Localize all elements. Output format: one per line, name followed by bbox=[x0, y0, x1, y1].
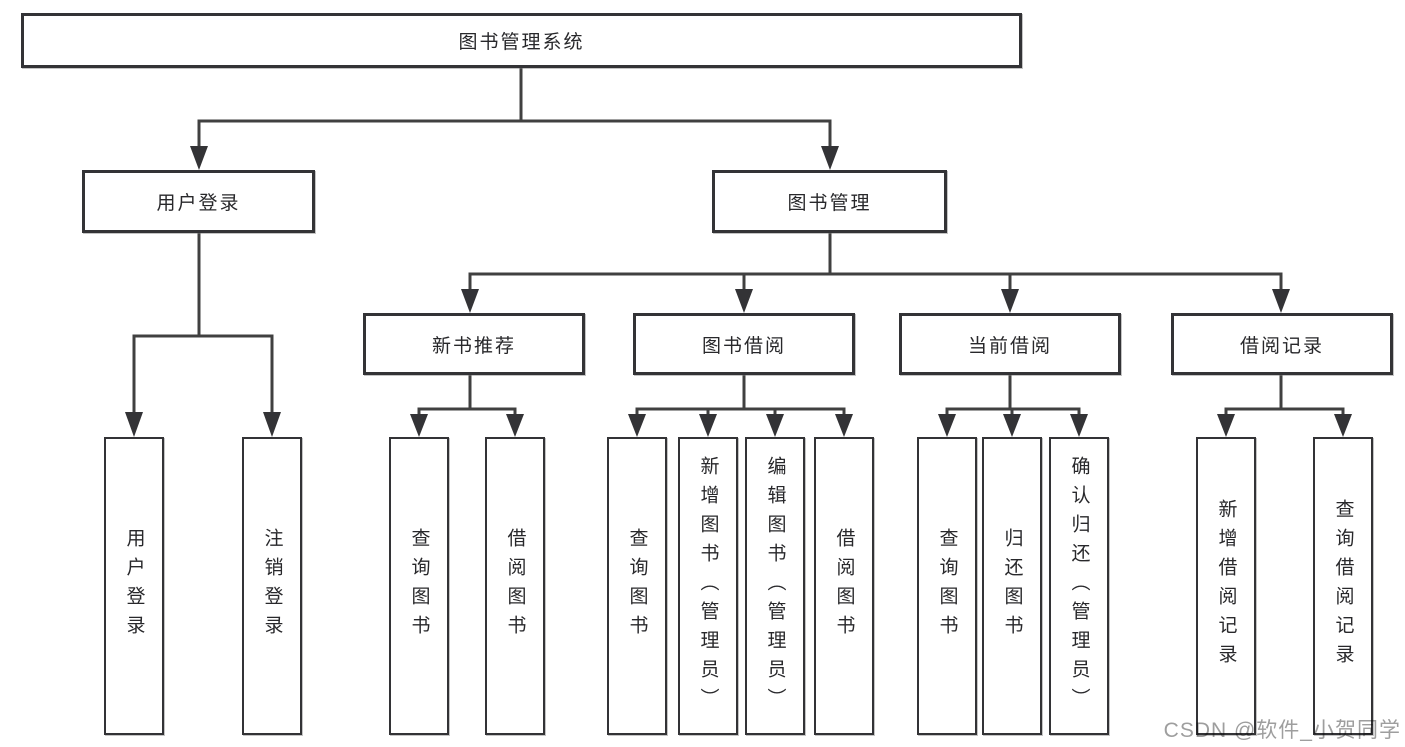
leaf-label: 查询图书 bbox=[936, 528, 958, 644]
leaf-borrow-books-borrow: 借阅图书 bbox=[814, 437, 874, 735]
node-current-borrowing: 当前借阅 bbox=[899, 313, 1121, 375]
leaf-query-books-borrow: 查询图书 bbox=[607, 437, 667, 735]
leaf-label: 借阅图书 bbox=[833, 528, 855, 644]
leaf-logout: 注销登录 bbox=[242, 437, 302, 735]
leaf-label: 用户登录 bbox=[123, 528, 145, 644]
leaf-add-borrow-record: 新增借阅记录 bbox=[1196, 437, 1256, 735]
leaf-query-borrow-record: 查询借阅记录 bbox=[1313, 437, 1373, 735]
leaf-query-books-current: 查询图书 bbox=[917, 437, 977, 735]
leaf-label: 新增图书（管理员） bbox=[697, 455, 719, 717]
node-book-management: 图书管理 bbox=[712, 170, 947, 233]
leaf-confirm-return-admin: 确认归还（管理员） bbox=[1049, 437, 1109, 735]
leaf-label: 查询图书 bbox=[408, 528, 430, 644]
leaf-query-books-recommend: 查询图书 bbox=[389, 437, 449, 735]
node-label: 图书借阅 bbox=[701, 335, 786, 357]
leaf-edit-book-admin: 编辑图书（管理员） bbox=[745, 437, 805, 735]
leaf-user-login: 用户登录 bbox=[104, 437, 164, 735]
node-label: 图书管理 bbox=[787, 193, 872, 214]
leaf-return-book: 归还图书 bbox=[982, 437, 1042, 735]
watermark-text: CSDN @软件_小贺同学 bbox=[1163, 719, 1401, 742]
node-label: 图书管理系统 bbox=[458, 32, 585, 53]
leaf-label: 归还图书 bbox=[1001, 528, 1023, 644]
node-label: 当前借阅 bbox=[967, 335, 1052, 357]
leaf-label: 查询图书 bbox=[626, 528, 648, 644]
leaf-label: 查询借阅记录 bbox=[1332, 499, 1354, 673]
node-borrow-records: 借阅记录 bbox=[1171, 313, 1393, 375]
node-book-borrowing: 图书借阅 bbox=[633, 313, 855, 375]
leaf-label: 新增借阅记录 bbox=[1215, 499, 1237, 673]
leaf-label: 注销登录 bbox=[261, 528, 283, 644]
leaf-label: 确认归还（管理员） bbox=[1068, 455, 1090, 717]
node-label: 用户登录 bbox=[156, 193, 241, 214]
leaf-label: 编辑图书（管理员） bbox=[764, 455, 786, 717]
node-user-login: 用户登录 bbox=[82, 170, 315, 233]
node-new-book-recommend: 新书推荐 bbox=[363, 313, 585, 375]
arrowhead-icons bbox=[125, 146, 1352, 437]
leaf-add-book-admin: 新增图书（管理员） bbox=[678, 437, 738, 735]
node-label: 借阅记录 bbox=[1239, 335, 1324, 357]
node-root: 图书管理系统 bbox=[21, 13, 1022, 68]
leaf-label: 借阅图书 bbox=[504, 528, 526, 644]
leaf-borrow-books-recommend: 借阅图书 bbox=[485, 437, 545, 735]
node-label: 新书推荐 bbox=[431, 335, 516, 357]
